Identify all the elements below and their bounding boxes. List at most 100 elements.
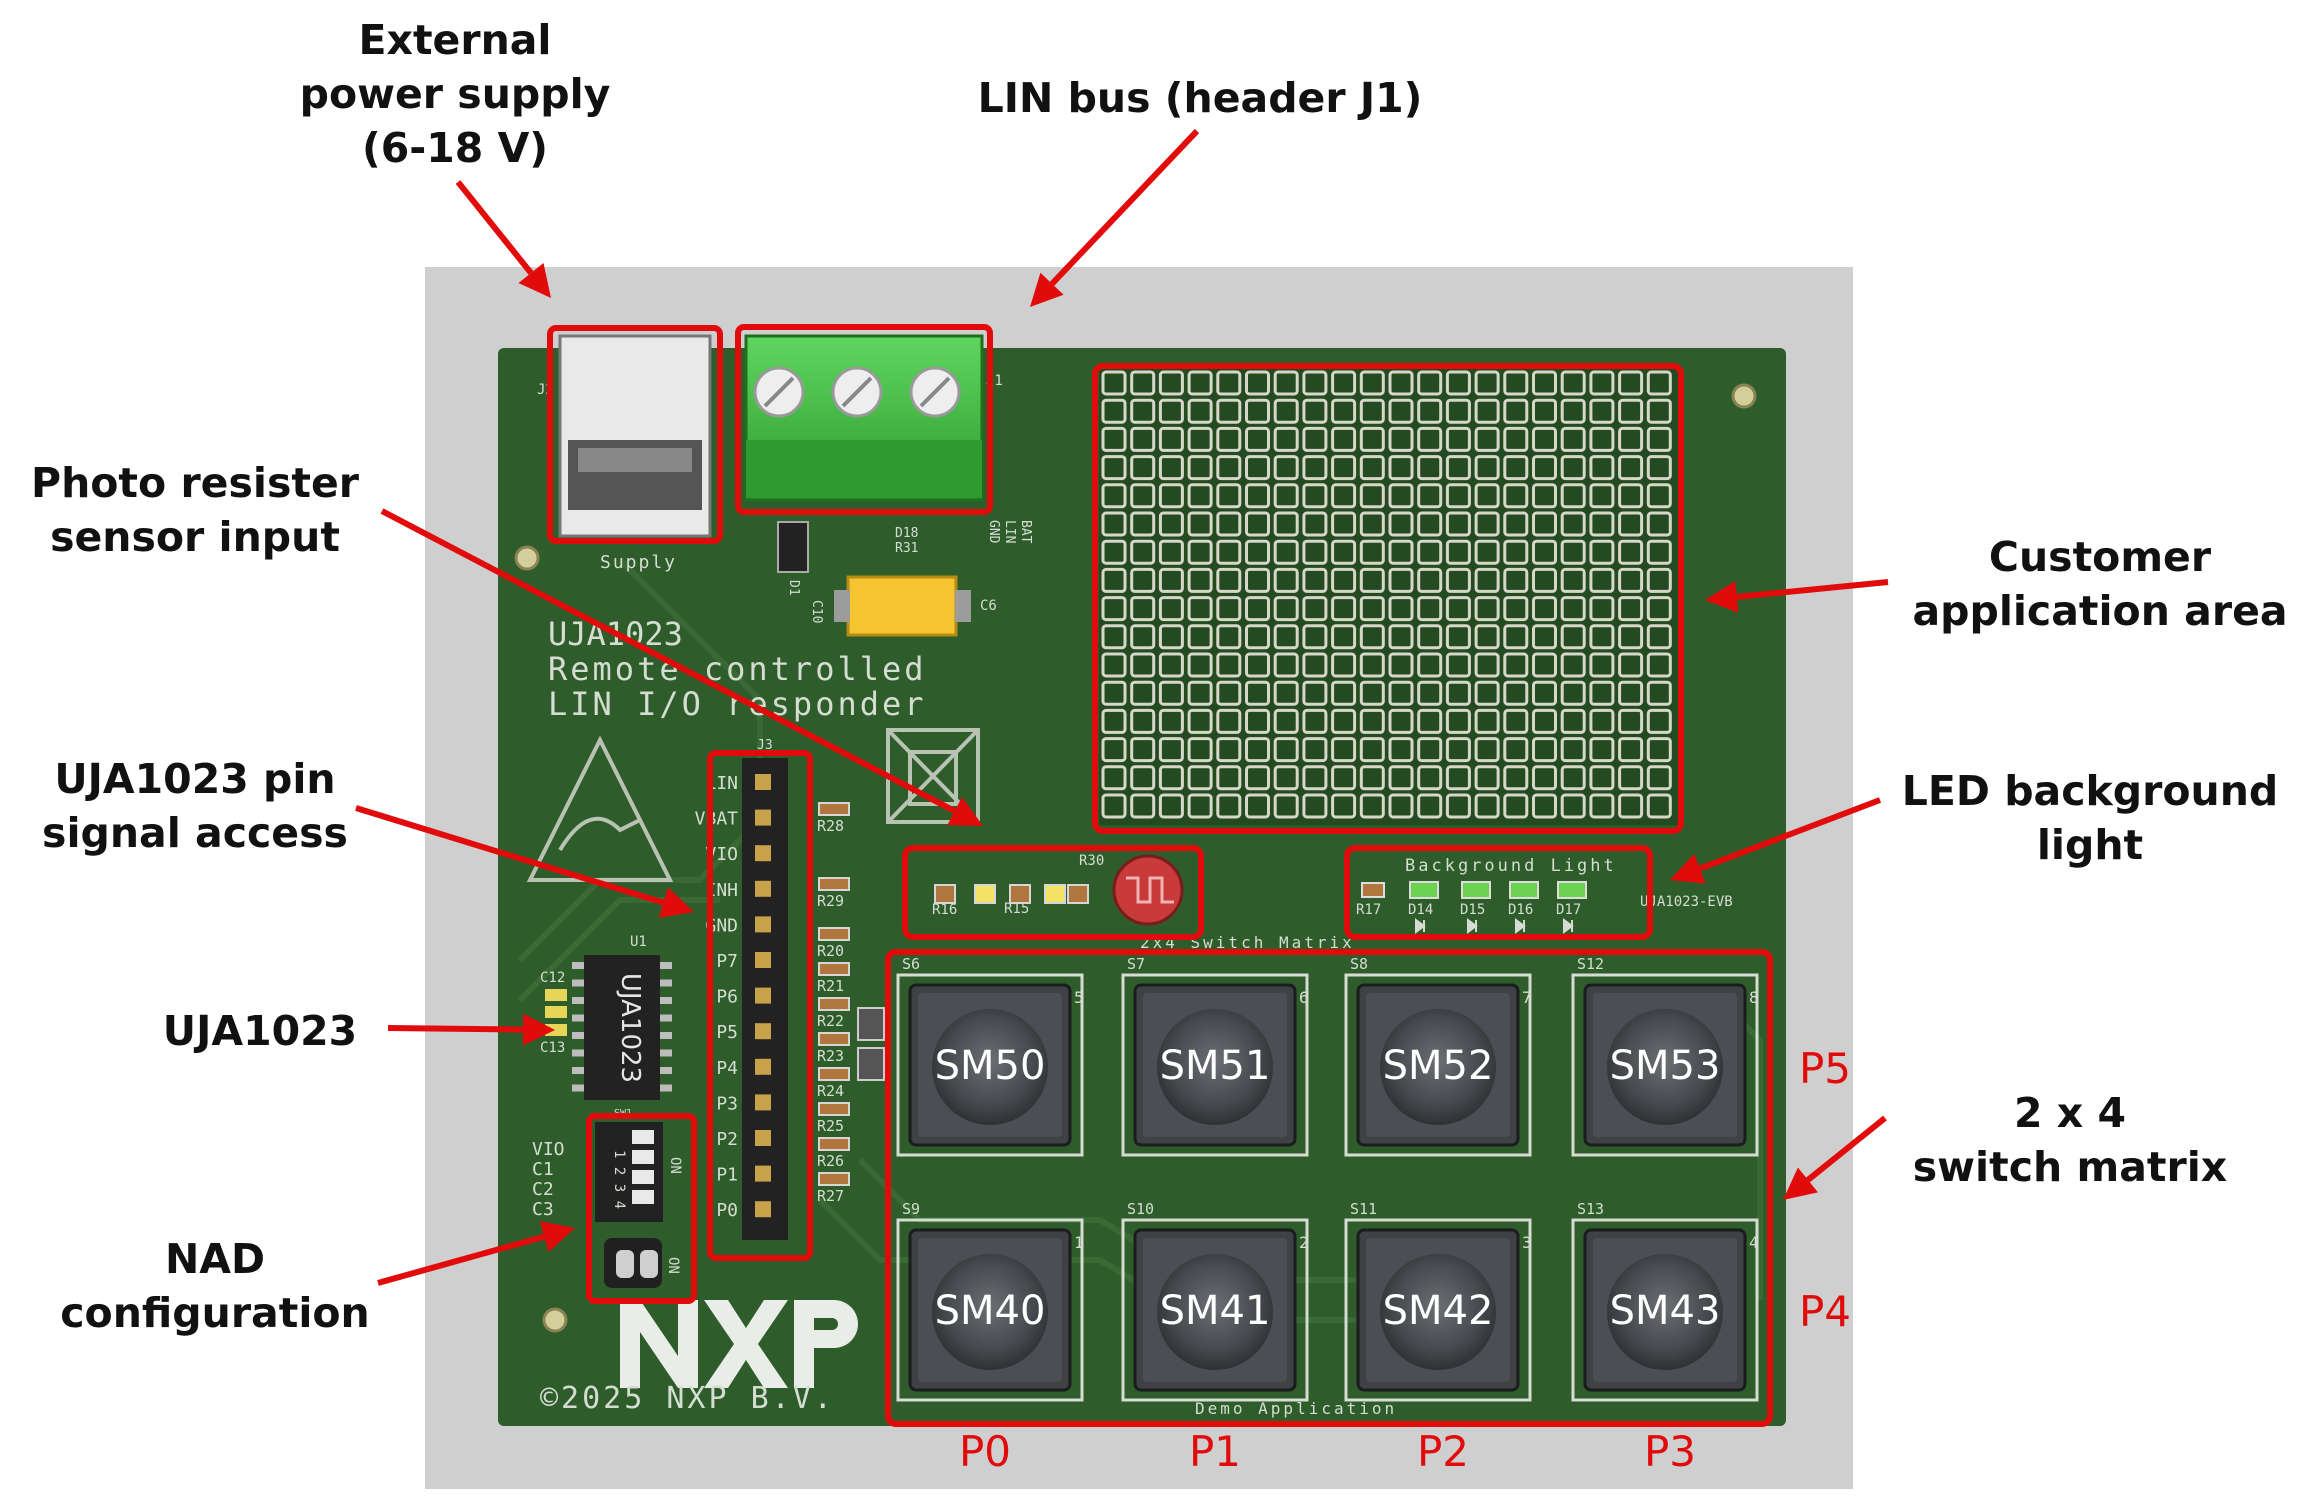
demo-label: Demo Application [1195,1399,1397,1418]
header-pin [755,809,771,826]
grid-pad [1101,624,1127,650]
grid-pad [1245,398,1270,424]
resistor-ref: R21 [817,977,844,995]
matrix-row-p5: P5 [1798,1044,1852,1093]
grid-pad [1359,793,1385,819]
grid-pad [1331,426,1357,452]
header-pin [755,916,771,933]
grid-pad [1445,483,1471,509]
grid-pad [1560,398,1586,424]
resistor-ref: R27 [817,1187,844,1205]
grid-pad [1417,680,1443,706]
grid-pad [1216,398,1242,424]
copyright-text: ©2025 NXP B.V. [540,1381,835,1416]
grid-pad [1503,624,1529,650]
grid-pad [1445,765,1471,791]
grid-pad [1302,793,1328,819]
grid-pad [1560,539,1586,565]
grid-pad [1646,567,1672,593]
capacitor [545,989,567,1001]
background-light-label: Background Light [1405,856,1617,876]
resistor [818,1137,850,1151]
arrow-head [1030,272,1064,307]
ic-lead [660,1032,672,1039]
grid-pad [1187,737,1213,763]
grid-pad [1245,793,1270,819]
supply-jack [558,334,712,538]
switch-label: SM51 [1160,1043,1271,1089]
callout-customer-area: Customer application area [1912,533,2288,635]
grid-pad [1503,596,1529,622]
grid-pad [1589,511,1615,537]
grid-pad [1646,539,1672,565]
grid-pad [1216,737,1242,763]
grid-pad [1474,426,1500,452]
arrow-head [522,1013,555,1046]
grid-pad [1589,398,1615,424]
grid-pad [1331,483,1357,509]
led-ref: D16 [1508,902,1533,918]
grid-pad [1302,680,1328,706]
header-pin-label: P0 [716,1200,738,1221]
switch-corner-number: 5 [1074,988,1084,1007]
grid-pad [1646,708,1672,734]
grid-pad [1273,511,1299,537]
grid-pad [1245,539,1270,565]
grid-pad [1445,624,1471,650]
grid-pad [1388,793,1414,819]
grid-pad [1589,793,1615,819]
grid-pad [1331,511,1357,537]
resistor [818,962,850,976]
switch-knob [932,1009,1048,1125]
grid-pad [1532,567,1557,593]
grid-pad [1445,596,1471,622]
grid-pad [1388,624,1414,650]
grid-pad [1532,708,1557,734]
grid-pad [1158,426,1184,452]
grid-pad [1560,567,1586,593]
arrow-shaft [1736,579,1889,600]
switch-outline [896,973,1084,1157]
grid-pad [1158,483,1184,509]
transistor [857,1007,885,1041]
grid-pad [1445,511,1471,537]
callout-pin-access: UJA1023 pin signal access [42,755,348,857]
grid-pad [1417,596,1443,622]
grid-pad [1503,680,1529,706]
grid-pad [1503,398,1529,424]
callout-arrows [355,128,1889,1286]
grid-pad [1618,483,1644,509]
switch-label: SM41 [1160,1288,1271,1334]
grid-pad [1560,624,1586,650]
grid-pad [1101,652,1127,678]
grid-pad [1273,483,1299,509]
resistor-ref: R24 [817,1082,844,1100]
ic-lead [660,962,672,969]
grid-pad [1187,483,1213,509]
grid-pad [1216,370,1242,396]
grid-pad [1388,539,1414,565]
grid-pad [1130,596,1156,622]
grid-pad [1417,539,1443,565]
grid-pad [1503,370,1529,396]
grid-pad [1273,567,1299,593]
grid-pad [1302,511,1328,537]
grid-pad [1618,624,1644,650]
grid-pad [1618,737,1644,763]
ic-ref: U1 [630,934,647,950]
grid-pad [1359,511,1385,537]
nad-pin-label: C2 [532,1179,554,1200]
grid-pad [1158,793,1184,819]
grid-pad [1245,426,1270,452]
ic-lead [572,1049,584,1057]
grid-pad [1158,511,1184,537]
grid-pad [1331,455,1357,481]
grid-pad [1474,596,1500,622]
grid-pad [1216,708,1242,734]
grid-pad [1445,567,1471,593]
grid-pad [1388,426,1414,452]
grid-pad [1245,455,1270,481]
grid-pad [1417,483,1443,509]
grid-pad [1216,511,1242,537]
